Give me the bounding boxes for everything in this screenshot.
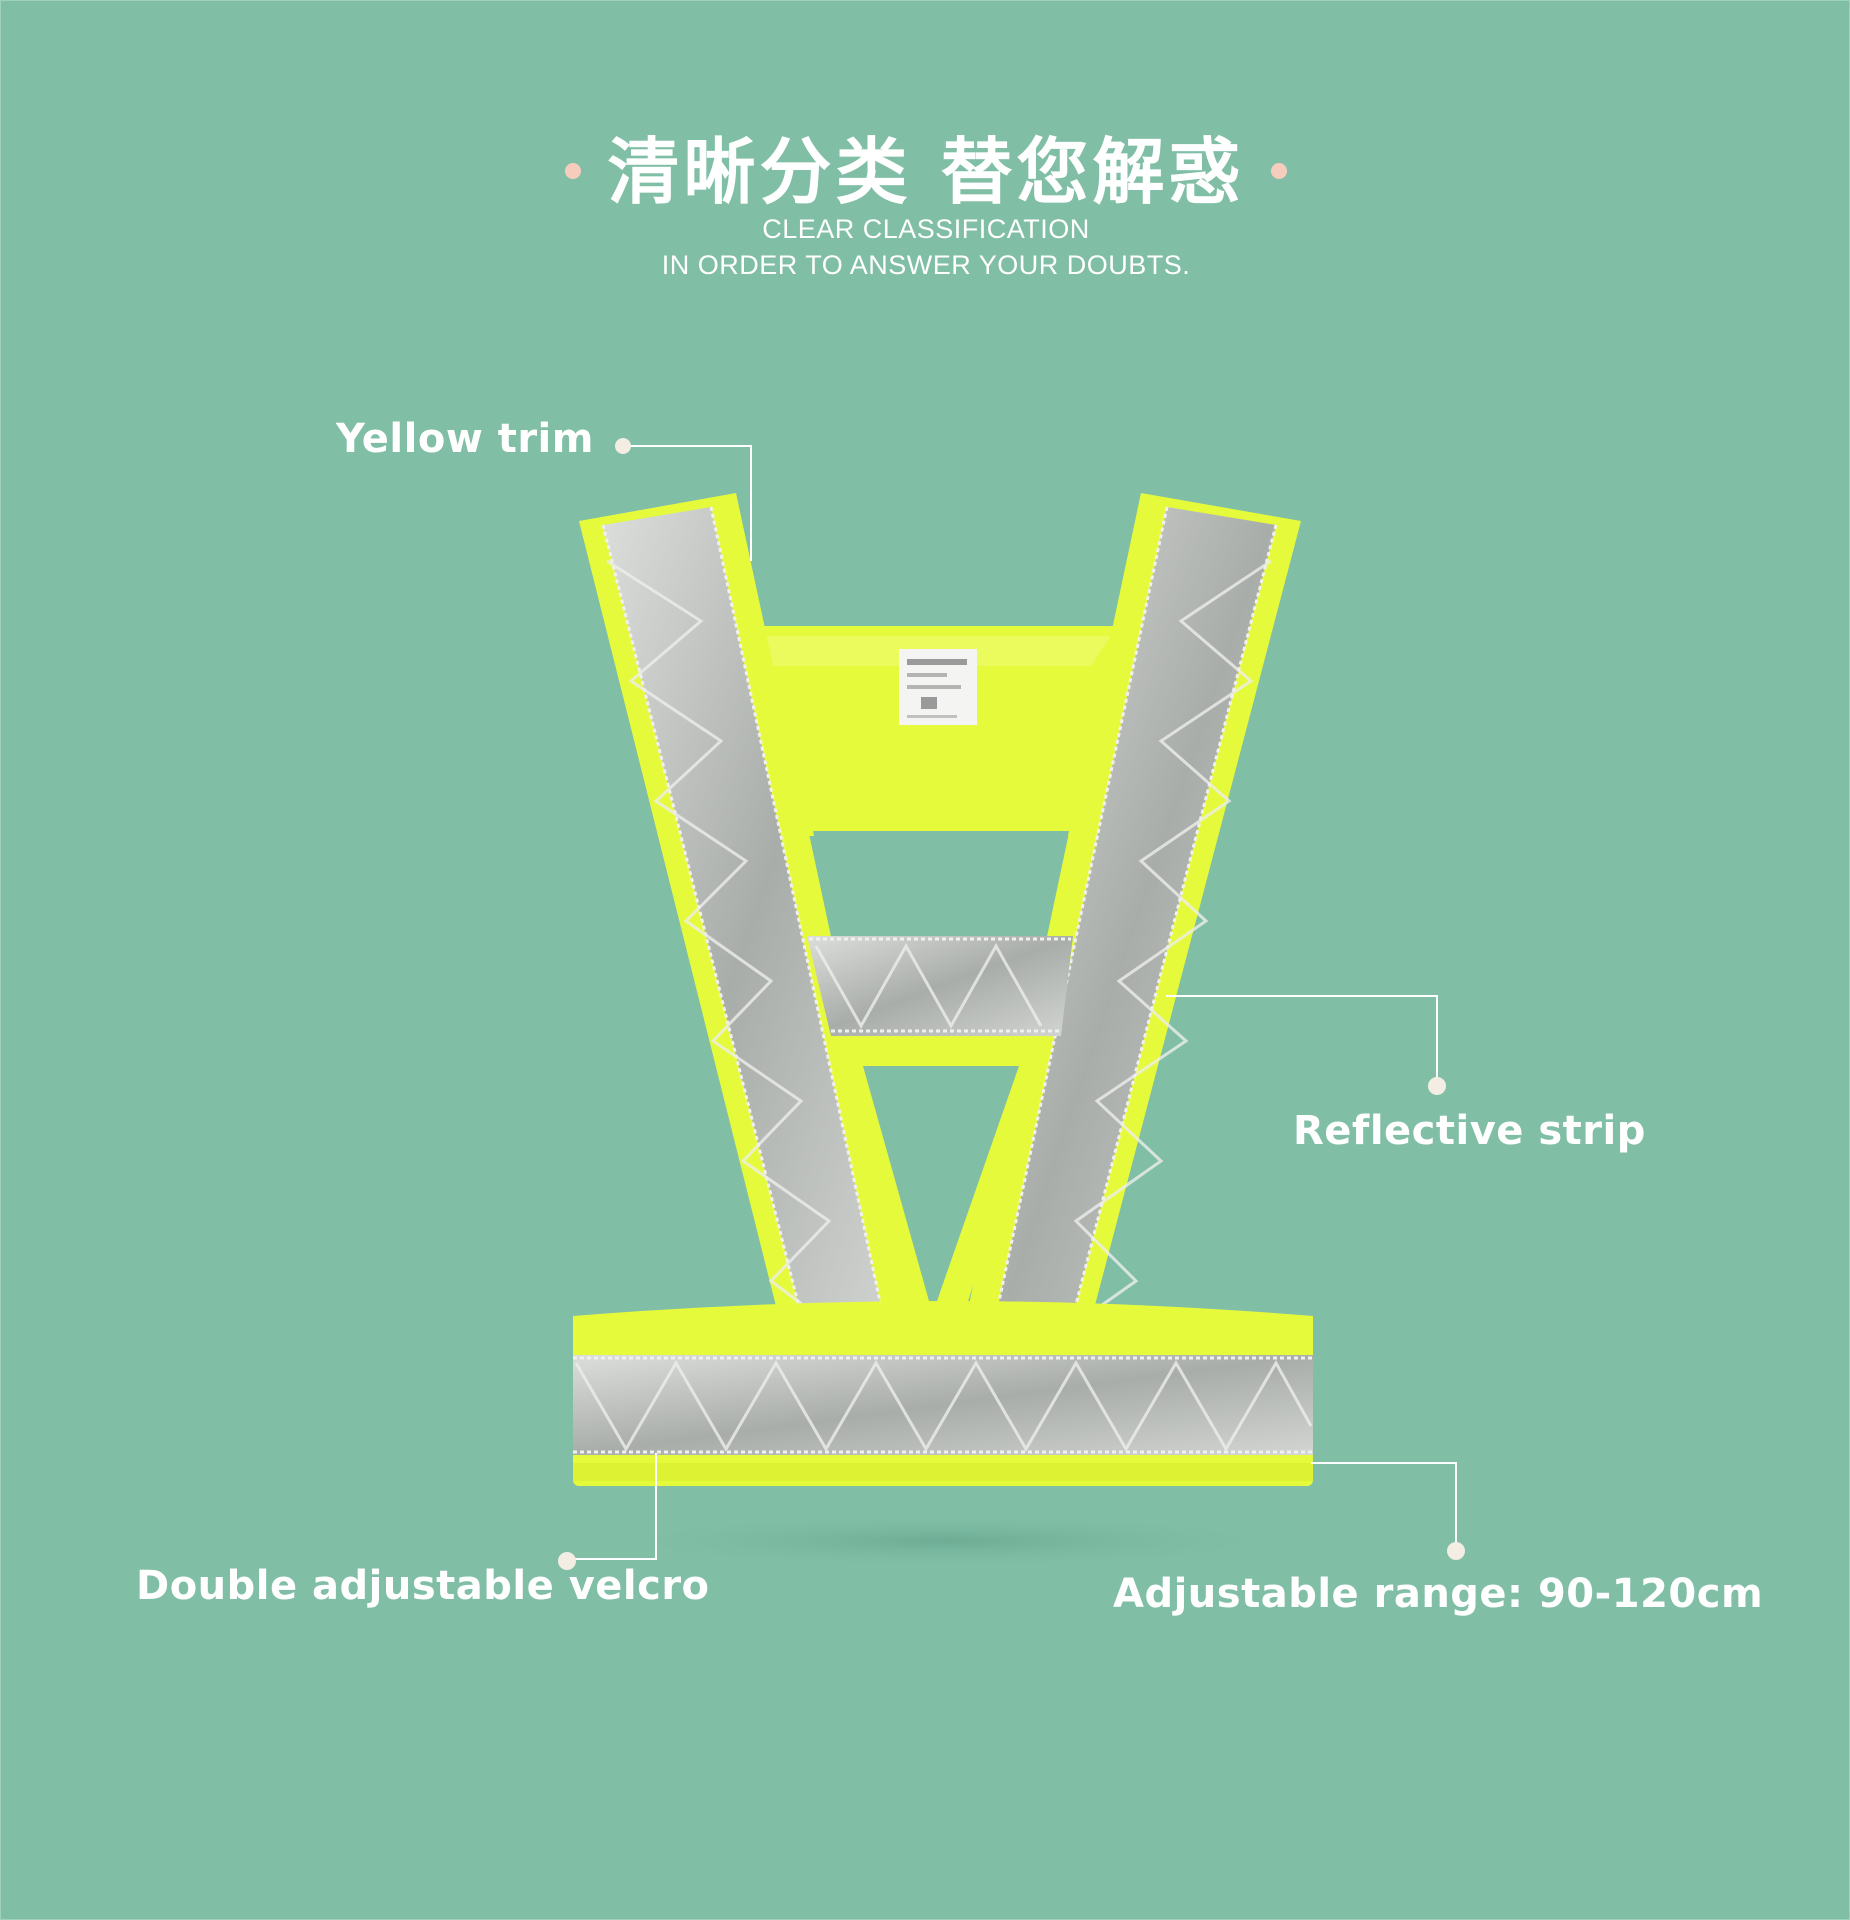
yellow-trim-dot-icon xyxy=(615,438,631,454)
decor-dot-right-icon xyxy=(1270,163,1287,180)
velcro-dot-icon xyxy=(558,1552,576,1570)
leader-double-velcro xyxy=(569,1453,657,1560)
decor-dot-left-icon xyxy=(565,163,582,180)
label-double-velcro: Double adjustable velcro xyxy=(136,1563,710,1609)
left-strap xyxy=(579,493,923,1366)
title-text: 清晰分类 替您解惑 xyxy=(607,130,1245,214)
label-reflective-strip: Reflective strip xyxy=(1293,1108,1646,1154)
right-strap xyxy=(956,493,1301,1366)
subtitle-line-1: CLEAR CLASSIFICATION xyxy=(762,214,1090,244)
leader-reflective-strip xyxy=(1166,995,1438,1084)
center-gap xyxy=(863,1066,1019,1301)
care-label xyxy=(899,649,977,725)
neck-panel xyxy=(753,626,1121,906)
leader-yellow-trim xyxy=(628,445,752,561)
leader-adjustable-range xyxy=(1311,1462,1457,1549)
belt xyxy=(573,1301,1313,1486)
vest-shadow xyxy=(586,1513,1306,1569)
leader-lines xyxy=(569,445,1457,1560)
reflective-strip-dot-icon xyxy=(1428,1077,1446,1095)
range-dot-icon xyxy=(1447,1542,1465,1560)
cross-strip xyxy=(807,936,1073,1036)
label-adjustable-range: Adjustable range: 90-120cm xyxy=(1113,1571,1764,1617)
page-title: 清晰分类 替您解惑 xyxy=(1,113,1849,218)
label-yellow-trim: Yellow trim xyxy=(336,416,594,462)
subtitle-line-2: IN ORDER TO ANSWER YOUR DOUBTS. xyxy=(661,250,1191,280)
